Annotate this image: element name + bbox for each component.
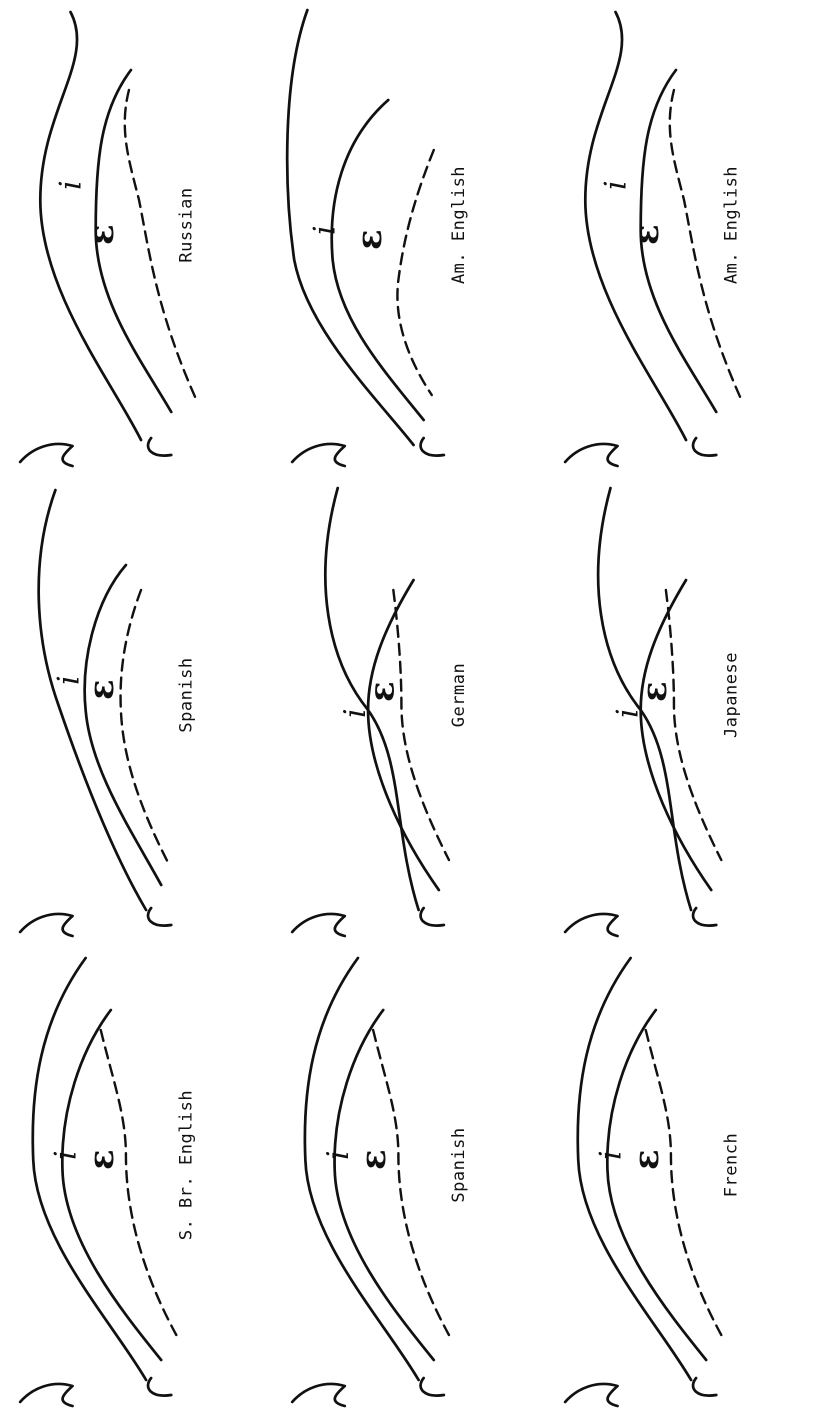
palate-outline	[287, 10, 413, 445]
vowel-i-label: i	[611, 708, 646, 718]
lip-mark	[20, 1384, 72, 1406]
panel: iε	[565, 12, 741, 466]
tongue-contour-e	[101, 1030, 177, 1335]
panel: iε	[20, 490, 171, 936]
teeth-mark	[148, 1378, 171, 1396]
vowel-i-label: i	[48, 1150, 83, 1160]
panel-language-label: S. Br. English	[176, 1090, 196, 1240]
vowel-i-label: i	[308, 225, 343, 235]
teeth-mark	[693, 908, 716, 926]
tongue-contour-i	[62, 1010, 161, 1360]
panel-language-label: Russian	[176, 187, 196, 262]
teeth-mark	[693, 1378, 716, 1396]
teeth-mark	[693, 438, 716, 456]
tongue-contour-i	[332, 100, 424, 420]
lip-mark	[292, 914, 345, 936]
tongue-contour-e	[646, 1030, 722, 1335]
panel-language-label: Am. English	[721, 166, 741, 284]
teeth-mark	[421, 438, 444, 456]
lip-mark	[20, 444, 72, 466]
panel: iε	[565, 488, 721, 936]
teeth-mark	[148, 438, 171, 456]
tongue-contour-i	[335, 1010, 434, 1360]
panel-language-label: Spanish	[449, 1127, 469, 1202]
vowel-e-label: ε	[82, 679, 122, 700]
vowel-e-label: ε	[82, 1149, 122, 1170]
lip-mark	[565, 1384, 617, 1406]
vowel-e-label: ε	[82, 224, 122, 245]
lip-mark	[292, 444, 345, 466]
panel: iε	[20, 958, 176, 1406]
vowel-i-label: i	[321, 1150, 356, 1160]
vowel-e-label: ε	[627, 224, 667, 245]
vowel-e-label: ε	[354, 1149, 394, 1170]
teeth-mark	[148, 908, 171, 926]
vowel-i-label: i	[593, 1150, 628, 1160]
lip-mark	[565, 444, 617, 466]
vowel-i-label: i	[338, 708, 373, 718]
tongue-contour-e	[393, 590, 449, 860]
vowel-e-label: ε	[627, 1149, 667, 1170]
vowel-e-label: ε	[350, 229, 390, 250]
teeth-mark	[421, 908, 444, 926]
vowel-i-label: i	[598, 180, 633, 190]
panel-language-label: Spanish	[176, 657, 196, 732]
vowel-e-label: ε	[635, 681, 675, 702]
panel-language-label: Japanese	[721, 652, 741, 738]
lip-mark	[292, 1384, 345, 1406]
lip-mark	[20, 914, 72, 936]
panel-language-label: French	[721, 1133, 741, 1197]
tongue-contour-i	[607, 1010, 706, 1360]
teeth-mark	[421, 1378, 444, 1396]
panel: iε	[292, 958, 449, 1406]
panel: iε	[20, 12, 196, 466]
tongue-contour-e	[666, 590, 721, 860]
panel-language-label: German	[449, 663, 469, 727]
panel: iε	[565, 958, 721, 1406]
vowel-e-label: ε	[362, 681, 402, 702]
panel: iε	[292, 488, 449, 936]
tongue-contour-e	[373, 1030, 449, 1335]
lip-mark	[565, 914, 617, 936]
panel-language-label: Am. English	[449, 166, 469, 284]
tongue-contour-e	[397, 150, 433, 395]
vowel-i-label: i	[53, 180, 88, 190]
